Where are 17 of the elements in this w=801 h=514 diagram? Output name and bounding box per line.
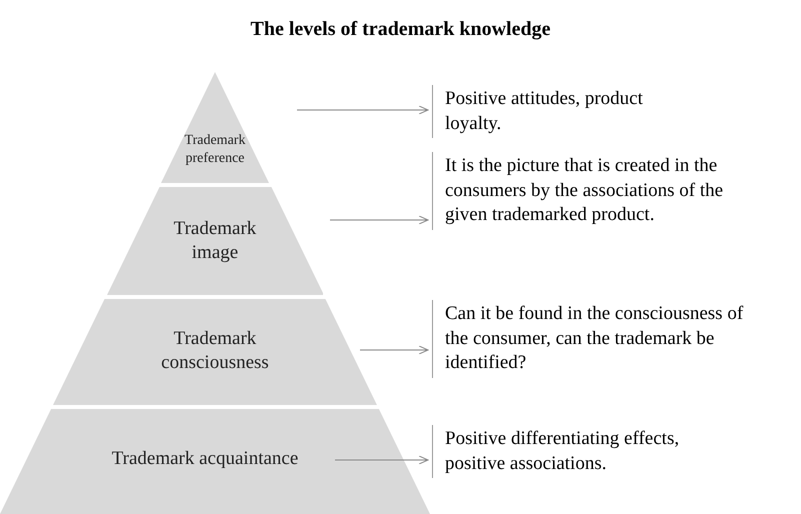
description-text: Can it be found in the consciousness of the consumer, can the trademark be identified? [445, 302, 744, 376]
description-text: Positive differentiating effects, positive associations. [445, 427, 680, 476]
description-text: It is the picture that is created in the consumers by the associations of the given trademarked product. [445, 154, 724, 228]
level-label: Trademark preference [184, 132, 246, 167]
arrow [334, 456, 428, 464]
arrow [330, 216, 428, 224]
diagram-title: The levels of trademark knowledge [250, 17, 552, 42]
level-label: Trademark consciousness [160, 327, 270, 374]
pyramid-level [0, 409, 430, 514]
arrow [296, 106, 428, 114]
level-label: Trademark image [172, 217, 258, 264]
description-text: Positive attitudes, product loyalty. [445, 87, 644, 136]
pyramid-level [161, 72, 269, 183]
level-label: Trademark acquaintance [110, 447, 300, 471]
arrow [360, 346, 428, 354]
pyramid-level [53, 299, 377, 405]
pyramid-level [106, 187, 324, 295]
